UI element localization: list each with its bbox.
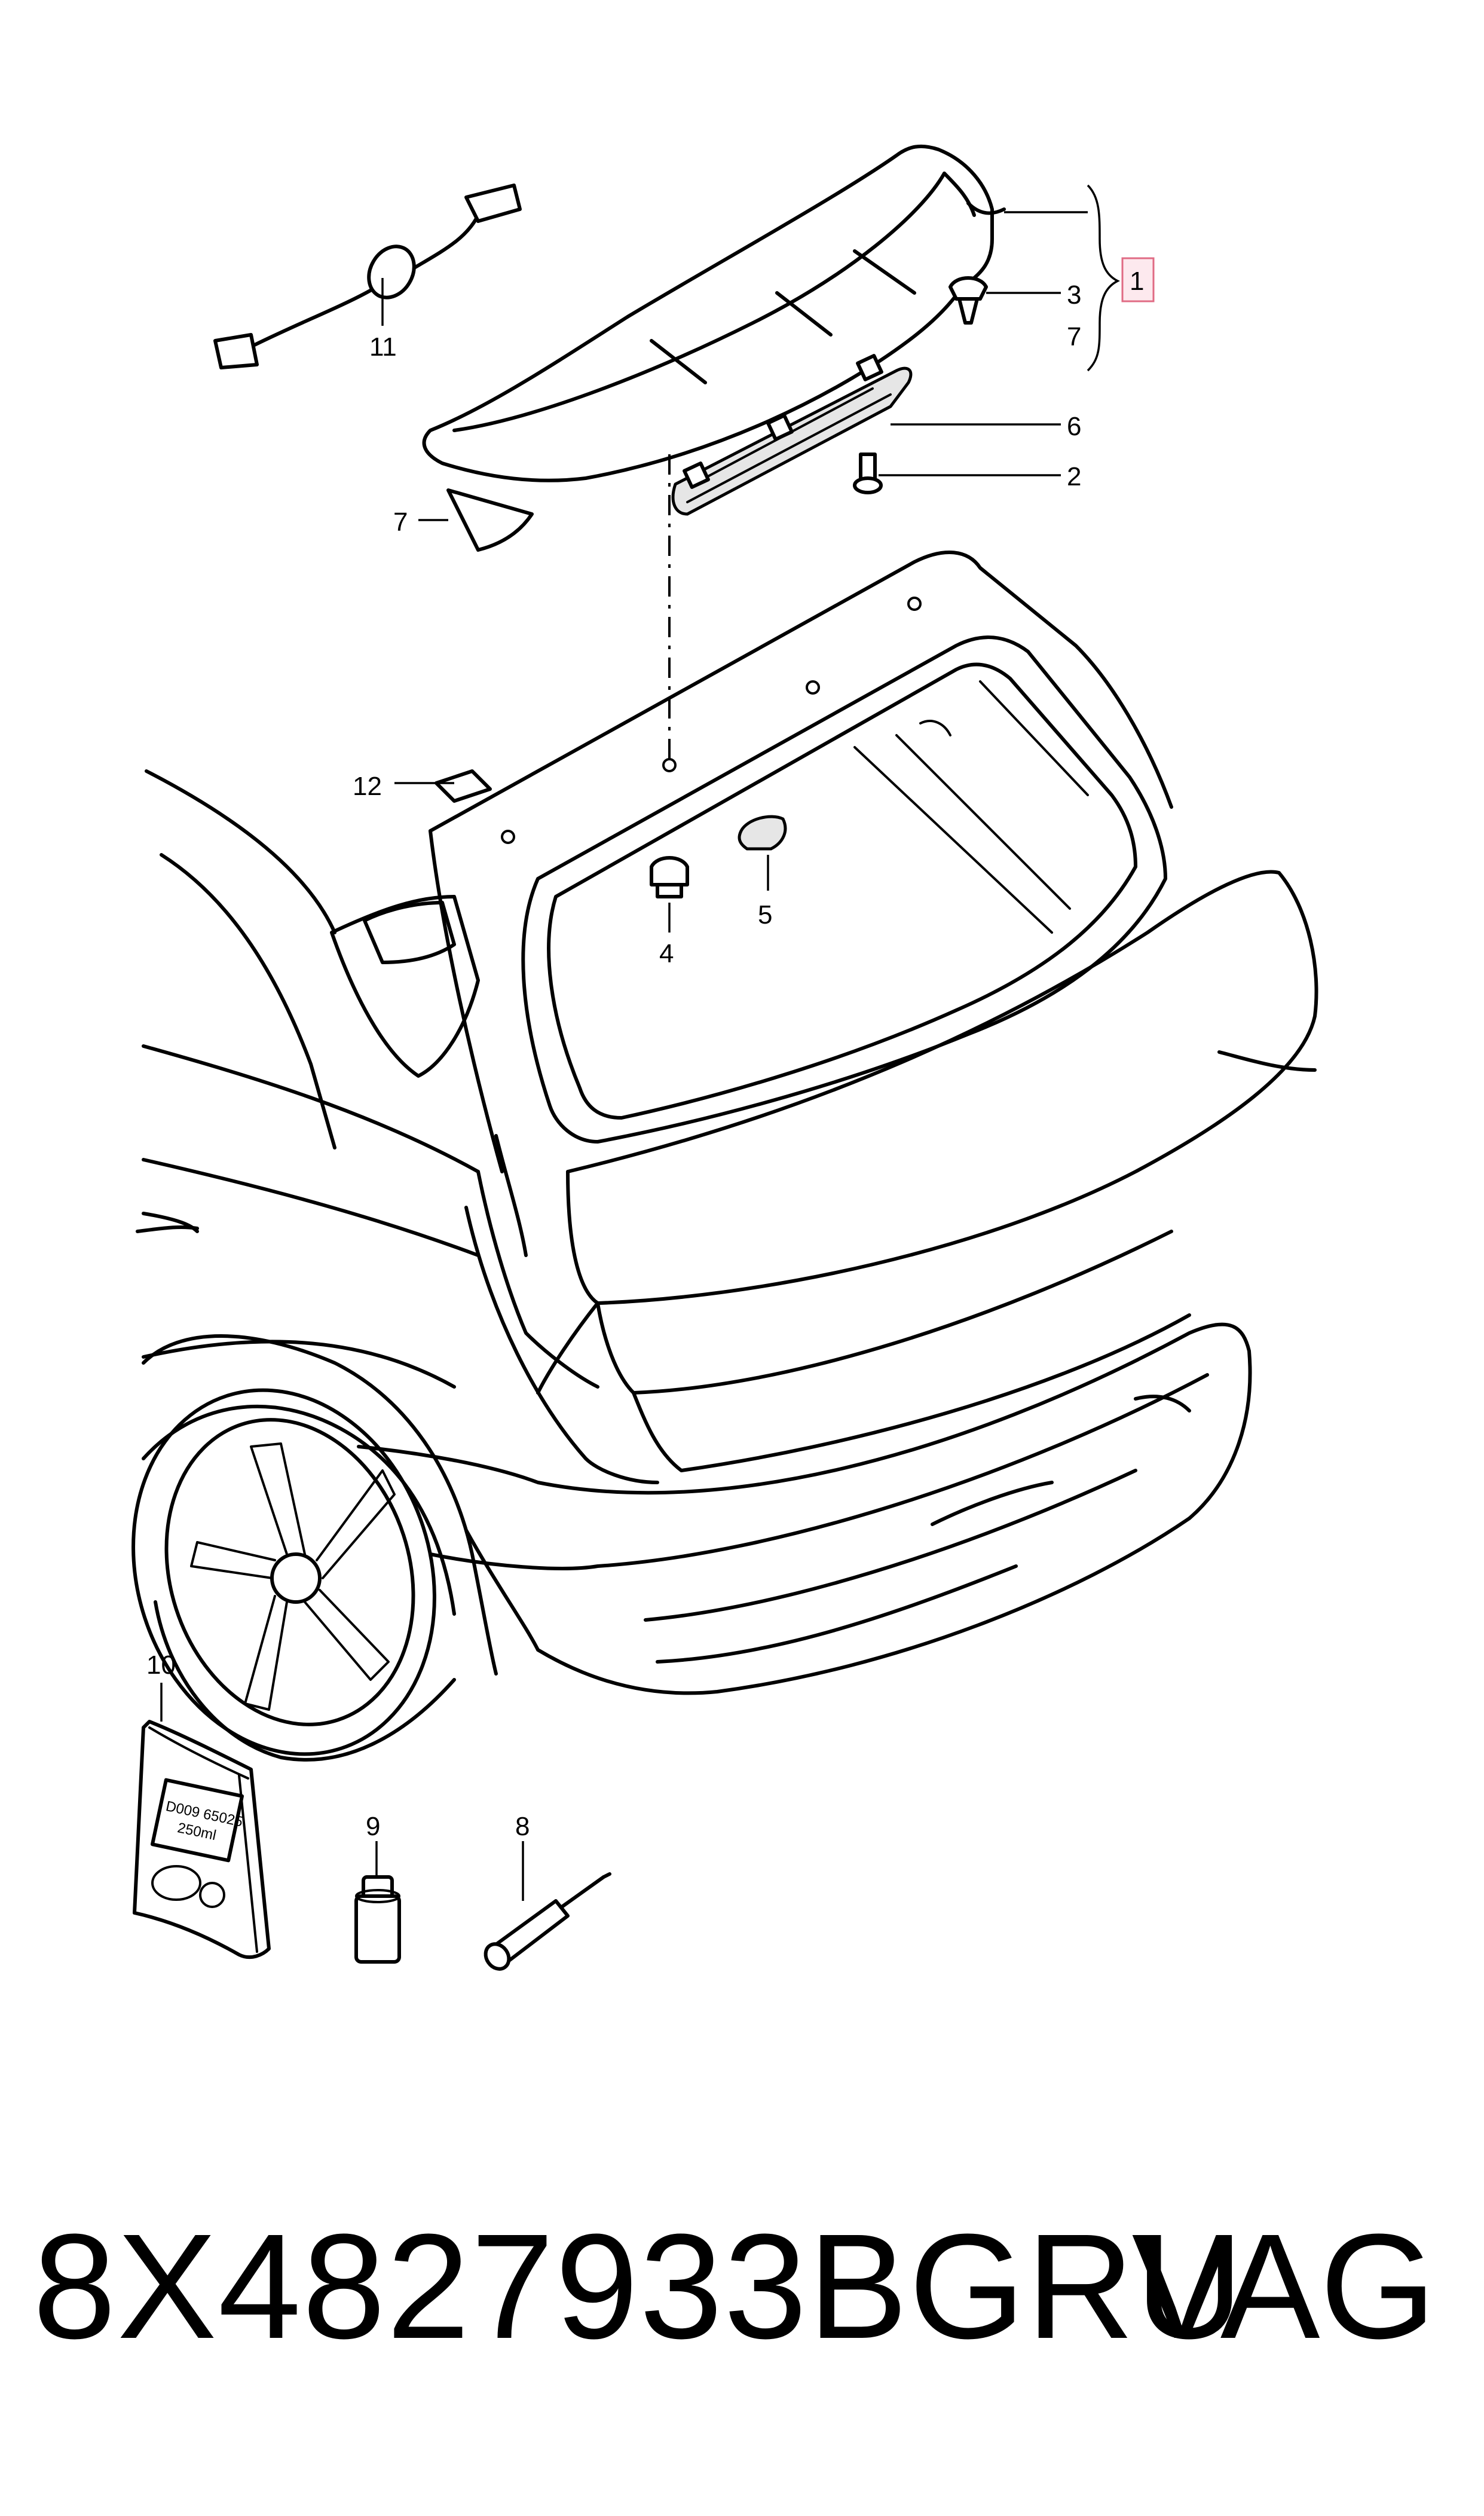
callout-9: 9	[366, 1812, 380, 1841]
callout-1: 1	[1130, 267, 1144, 296]
callout-11: 11	[369, 332, 397, 362]
callout-7-upper: 7	[1067, 322, 1081, 351]
callout-10: 10	[146, 1650, 176, 1680]
callout-6: 6	[1067, 412, 1081, 441]
car-body	[131, 551, 1318, 1762]
callout-5: 5	[758, 900, 772, 930]
callout-labels: 1 3 7 6 2 7 11 12 4 5 10 9 8	[146, 267, 1144, 1841]
clip-3	[948, 276, 988, 325]
wheel-spokes	[190, 1442, 396, 1711]
tailgate-holes	[501, 597, 922, 844]
cable-harness-11	[213, 184, 522, 369]
applicator-pen-8	[484, 1841, 611, 1971]
callout-7-lower: 7	[393, 508, 408, 537]
callout-12: 12	[353, 772, 382, 801]
rear-spoiler	[422, 144, 1006, 482]
callout-2: 2	[1067, 462, 1081, 491]
plug-5	[738, 815, 787, 851]
callout-3: 3	[1067, 280, 1081, 310]
leader-lines	[381, 184, 1120, 933]
screw-2	[853, 453, 883, 494]
callout-8: 8	[515, 1812, 530, 1841]
callout-4: 4	[659, 939, 674, 968]
trim-piece-7	[446, 488, 534, 552]
brand-name: VAG	[1131, 2203, 1436, 2370]
cylinder-9	[354, 1841, 401, 1964]
rivet-4	[650, 856, 689, 898]
callout-1-highlight	[1121, 257, 1155, 302]
sticker-12	[435, 769, 492, 803]
adhesive-package-10: D009 65025 250ml	[133, 1683, 271, 1959]
brake-light	[671, 354, 913, 516]
part-number: 8X4827933BGRU	[33, 2203, 1245, 2370]
